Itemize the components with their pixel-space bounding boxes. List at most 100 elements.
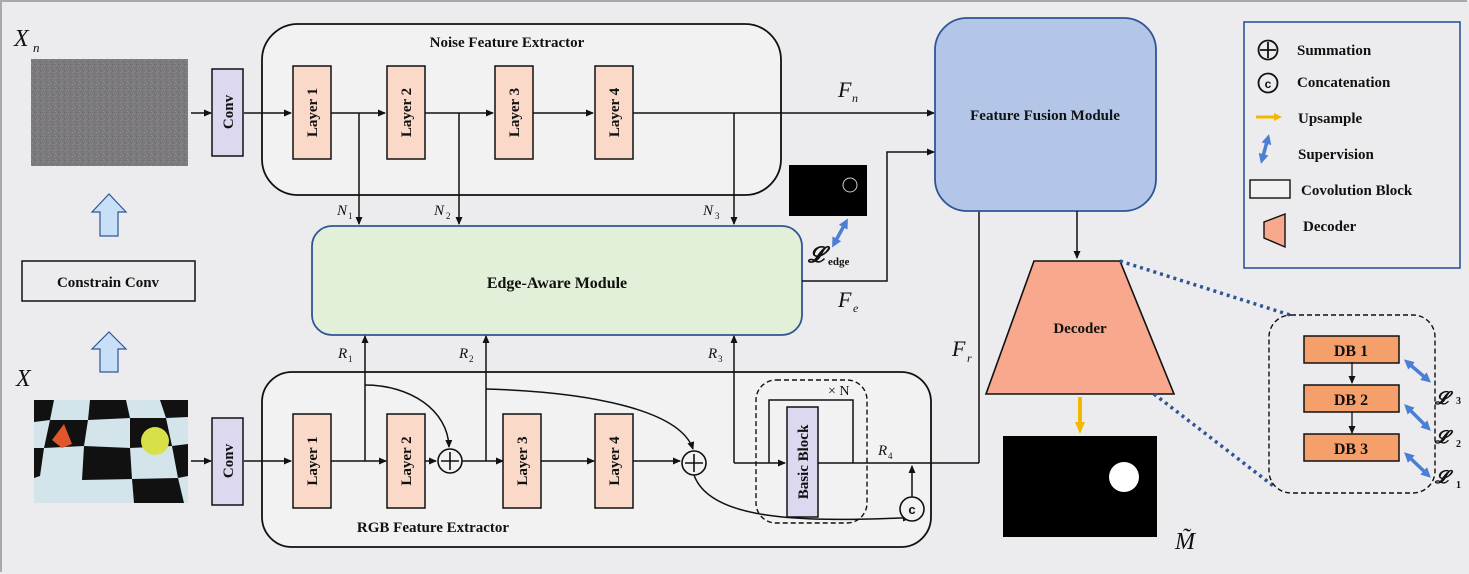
up-arrow-icon (90, 331, 128, 373)
legend-item-convolution-block: Covolution Block (1249, 179, 1413, 199)
n1-label: N (336, 203, 348, 219)
svg-text:Covolution Block: Covolution Block (1301, 183, 1413, 199)
svg-text:Upsample: Upsample (1298, 111, 1363, 127)
feature-fusion-module-title: Feature Fusion Module (970, 108, 1120, 124)
svg-text:n: n (852, 91, 858, 105)
decoder-block-3 (1303, 433, 1400, 462)
loss-2-symbol: 𝓛 (1434, 427, 1454, 447)
svg-text:1: 1 (348, 354, 353, 364)
fr-label: F (951, 336, 966, 361)
r2-label: R (458, 346, 468, 362)
summation-icon (1257, 39, 1279, 61)
svg-text:2: 2 (469, 354, 474, 364)
svg-text:1: 1 (348, 211, 353, 221)
edge-supervision-icon (832, 218, 848, 248)
constrain-conv-block (21, 260, 196, 302)
rgb-extractor-title: RGB Feature Extractor (357, 520, 510, 536)
svg-text:1: 1 (1456, 480, 1461, 491)
svg-text:3: 3 (1456, 396, 1461, 407)
svg-text:2: 2 (1456, 439, 1461, 450)
svg-text:Supervision: Supervision (1298, 147, 1375, 163)
noise-layer-4 (594, 65, 634, 160)
fe-label: F (837, 287, 852, 312)
noise-extractor-title: Noise Feature Extractor (430, 35, 585, 51)
noise-layer-3 (494, 65, 534, 160)
predicted-mask-symbol: M̃ (1174, 528, 1197, 555)
svg-text:r: r (967, 351, 972, 365)
svg-text:Summation: Summation (1297, 43, 1372, 59)
decoder-title: Decoder (1053, 321, 1107, 337)
noise-layer-1 (292, 65, 332, 160)
decoder-block-1 (1303, 335, 1400, 364)
svg-text:c: c (1265, 77, 1272, 91)
svg-text:e: e (853, 301, 859, 315)
loss-3-symbol: 𝓛 (1434, 388, 1454, 408)
rgb-layer-4 (594, 413, 634, 509)
concatenation-icon (1257, 72, 1279, 94)
svg-text:4: 4 (888, 451, 893, 461)
decoder-block-2 (1303, 384, 1400, 413)
decoder-block-3-label: DB 3 (1334, 441, 1368, 458)
legend-item-upsample: Upsample (1256, 111, 1363, 127)
rgb-conv-block (211, 417, 244, 506)
rgb-layer-1 (292, 413, 332, 509)
repeat-times-label: × N (828, 384, 850, 399)
noise-input-symbol: X (13, 26, 30, 52)
fn-label: F (837, 77, 852, 102)
noise-input-subscript: n (33, 40, 40, 55)
n2-label: N (433, 203, 445, 219)
svg-text:3: 3 (718, 354, 723, 364)
rgb-layer-3 (502, 413, 542, 509)
rgb-conv-label: Conv (221, 443, 237, 478)
noise-layer-2 (386, 65, 426, 160)
n3-label: N (702, 203, 714, 219)
rgb-layer-2 (386, 413, 426, 509)
svg-text:Concatenation: Concatenation (1297, 75, 1391, 91)
rgb-layer-1-label: Layer 1 (305, 436, 321, 485)
basic-block-repeat-group (755, 379, 868, 524)
noise-conv-block (211, 68, 244, 157)
supervision-arrow-icon (1403, 359, 1432, 383)
edge-loss-subscript: edge (828, 256, 850, 268)
legend-item-summation: Summation (1257, 39, 1372, 61)
noise-layer-2-label: Layer 2 (399, 88, 415, 137)
decoder-block-1-label: DB 1 (1334, 343, 1368, 360)
loss-1-symbol: 𝓛 (1434, 467, 1454, 487)
rgb-image (34, 400, 188, 503)
noise-conv-label: Conv (221, 94, 237, 129)
decoder-block (984, 260, 1176, 395)
supervision-arrow-icon (1258, 134, 1272, 164)
svg-text:2: 2 (446, 211, 451, 221)
legend-item-supervision: Supervision (1258, 134, 1375, 164)
edge-aware-module-title: Edge-Aware Module (487, 275, 627, 292)
feature-fusion-module (934, 17, 1157, 212)
rgb-layer-2-label: Layer 2 (399, 436, 415, 485)
decoder-detail-group (1268, 314, 1436, 494)
noise-image (31, 59, 188, 166)
supervision-arrow-icon (1404, 452, 1431, 478)
svg-text:c: c (908, 502, 915, 517)
supervision-arrow-icon (1404, 404, 1431, 431)
constrain-conv-label: Constrain Conv (57, 275, 160, 291)
svg-text:3: 3 (715, 211, 720, 221)
legend-item-concatenation: c Concatenation (1257, 72, 1391, 94)
legend-item-decoder: Decoder (1263, 212, 1357, 249)
basic-block (786, 406, 819, 518)
noise-layer-1-label: Layer 1 (305, 88, 321, 137)
rgb-layer-3-label: Layer 3 (515, 436, 531, 485)
rgb-layer-4-label: Layer 4 (607, 436, 623, 486)
convolution-block-icon (1249, 179, 1291, 199)
svg-text:Decoder: Decoder (1303, 219, 1357, 235)
rgb-input-symbol: X (15, 366, 32, 392)
basic-block-label: Basic Block (796, 424, 812, 499)
decoder-block-2-label: DB 2 (1334, 392, 1368, 409)
noise-layer-3-label: Layer 3 (507, 88, 523, 137)
r3-label: R (707, 346, 717, 362)
up-arrow-icon (90, 193, 128, 237)
edge-map-image (789, 165, 867, 216)
decoder-shape-icon (1263, 212, 1286, 249)
r1-label: R (337, 346, 347, 362)
r4-label: R (877, 443, 887, 459)
